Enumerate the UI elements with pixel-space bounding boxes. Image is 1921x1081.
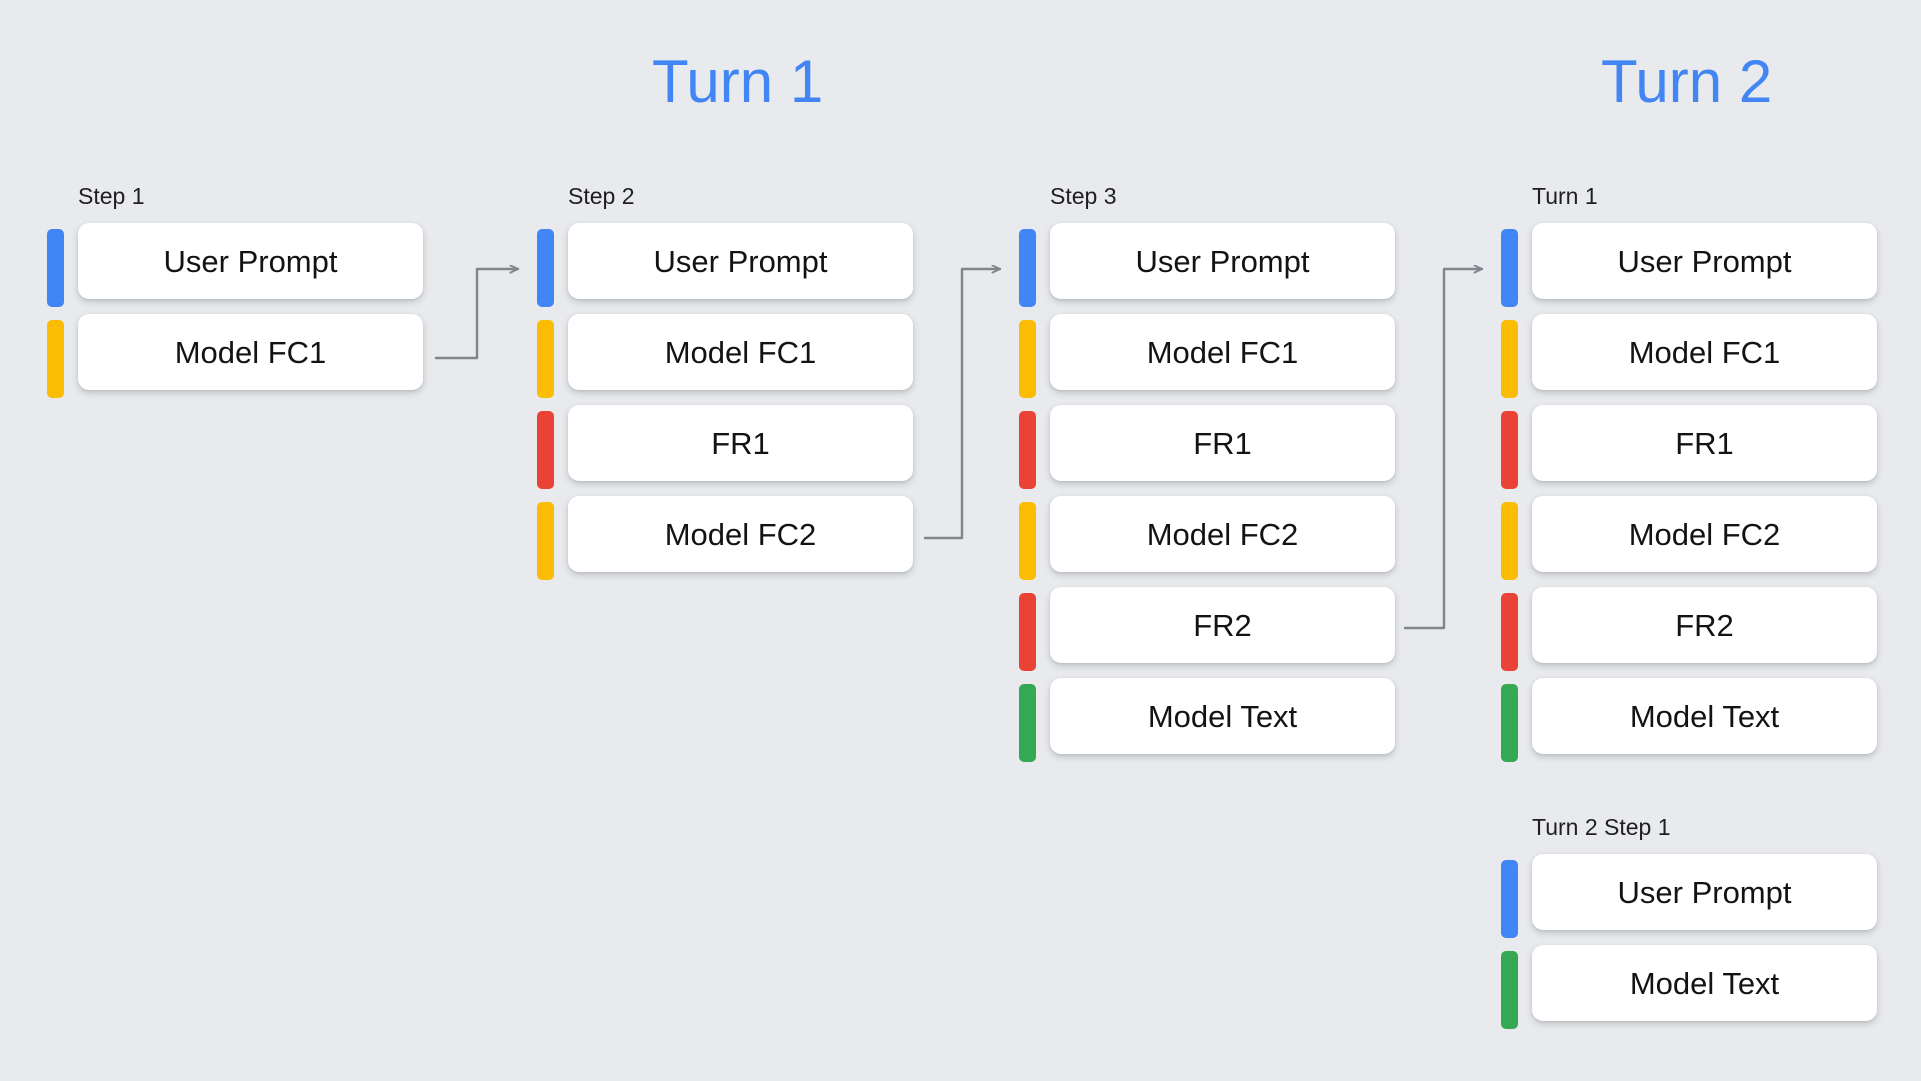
card-step-1-1[interactable]: Model FC1	[78, 314, 423, 390]
connector-step1-to-step2	[434, 269, 520, 360]
card-step-2-1[interactable]: Model FC1	[568, 314, 913, 390]
column-label-turn2-step-1: Turn 2 Step 1	[1532, 814, 1671, 840]
card-turn2-turn-1-3[interactable]: Model FC2	[1532, 496, 1877, 572]
card-label: FR1	[711, 425, 770, 461]
blue-status-bar-icon	[1501, 229, 1518, 307]
card-step-3-0[interactable]: User Prompt	[1050, 223, 1395, 299]
card-turn2-turn-1-1[interactable]: Model FC1	[1532, 314, 1877, 390]
card-step-3-2[interactable]: FR1	[1050, 405, 1395, 481]
column-label-step-3: Step 3	[1050, 183, 1117, 209]
card-label: Model FC2	[1628, 516, 1781, 552]
green-status-bar-icon	[1501, 684, 1518, 762]
red-status-bar-icon	[1019, 593, 1036, 671]
blue-status-bar-icon	[537, 229, 554, 307]
column-label-step-1: Step 1	[78, 183, 145, 209]
row-step-1-1: Model FC1	[47, 314, 423, 398]
green-status-bar-icon	[1019, 684, 1036, 762]
row-step-3-3: Model FC2	[1019, 496, 1395, 580]
card-step-2-2[interactable]: FR1	[568, 405, 913, 481]
card-turn2-step-1-0[interactable]: User Prompt	[1532, 854, 1877, 930]
green-status-bar-icon	[1501, 951, 1518, 1029]
row-turn2-turn-1-3: Model FC2	[1501, 496, 1877, 580]
yellow-status-bar-icon	[1019, 320, 1036, 398]
row-turn2-turn-1-5: Model Text	[1501, 678, 1877, 762]
row-step-1-0: User Prompt	[47, 223, 423, 307]
yellow-status-bar-icon	[1019, 502, 1036, 580]
red-status-bar-icon	[1501, 411, 1518, 489]
card-label: Model FC1	[1146, 334, 1299, 370]
red-status-bar-icon	[537, 411, 554, 489]
red-status-bar-icon	[1501, 593, 1518, 671]
card-turn2-turn-1-4[interactable]: FR2	[1532, 587, 1877, 663]
blue-status-bar-icon	[1501, 860, 1518, 938]
card-label: User Prompt	[1617, 874, 1792, 910]
card-step-2-0[interactable]: User Prompt	[568, 223, 913, 299]
card-label: User Prompt	[1617, 243, 1792, 279]
card-label: FR2	[1193, 607, 1252, 643]
blue-status-bar-icon	[47, 229, 64, 307]
card-label: Model Text	[1147, 698, 1298, 734]
yellow-status-bar-icon	[537, 502, 554, 580]
card-label: Model Text	[1629, 698, 1780, 734]
row-turn2-step-1-1: Model Text	[1501, 945, 1877, 1029]
row-step-2-3: Model FC2	[537, 496, 913, 580]
connector-step3-to-turn2	[1403, 269, 1484, 630]
row-turn2-turn-1-4: FR2	[1501, 587, 1877, 671]
card-step-3-4[interactable]: FR2	[1050, 587, 1395, 663]
yellow-status-bar-icon	[1501, 320, 1518, 398]
row-step-2-0: User Prompt	[537, 223, 913, 307]
card-label: FR1	[1193, 425, 1252, 461]
row-step-3-0: User Prompt	[1019, 223, 1395, 307]
card-step-3-1[interactable]: Model FC1	[1050, 314, 1395, 390]
card-label: User Prompt	[1135, 243, 1310, 279]
row-step-2-1: Model FC1	[537, 314, 913, 398]
card-label: Model Text	[1629, 965, 1780, 1001]
row-step-3-4: FR2	[1019, 587, 1395, 671]
row-turn2-step-1-0: User Prompt	[1501, 854, 1877, 938]
card-step-3-3[interactable]: Model FC2	[1050, 496, 1395, 572]
heading-turn-1: Turn 1	[652, 48, 824, 115]
card-label: User Prompt	[163, 243, 338, 279]
card-step-1-0[interactable]: User Prompt	[78, 223, 423, 299]
card-label: Model FC2	[1146, 516, 1299, 552]
card-step-3-5[interactable]: Model Text	[1050, 678, 1395, 754]
row-step-3-2: FR1	[1019, 405, 1395, 489]
card-label: Model FC1	[664, 334, 817, 370]
card-turn2-turn-1-2[interactable]: FR1	[1532, 405, 1877, 481]
row-step-3-1: Model FC1	[1019, 314, 1395, 398]
row-turn2-turn-1-1: Model FC1	[1501, 314, 1877, 398]
card-label: FR1	[1675, 425, 1734, 461]
card-label: Model FC1	[1628, 334, 1781, 370]
row-step-2-2: FR1	[537, 405, 913, 489]
card-turn2-turn-1-5[interactable]: Model Text	[1532, 678, 1877, 754]
yellow-status-bar-icon	[537, 320, 554, 398]
card-turn2-turn-1-0[interactable]: User Prompt	[1532, 223, 1877, 299]
card-step-2-3[interactable]: Model FC2	[568, 496, 913, 572]
yellow-status-bar-icon	[1501, 502, 1518, 580]
row-turn2-turn-1-2: FR1	[1501, 405, 1877, 489]
red-status-bar-icon	[1019, 411, 1036, 489]
row-step-3-5: Model Text	[1019, 678, 1395, 762]
yellow-status-bar-icon	[47, 320, 64, 398]
card-label: Model FC2	[664, 516, 817, 552]
connector-step2-to-step3	[923, 269, 1002, 540]
heading-turn-2: Turn 2	[1601, 48, 1773, 115]
blue-status-bar-icon	[1019, 229, 1036, 307]
column-label-turn2-turn-1: Turn 1	[1532, 183, 1598, 209]
card-label: Model FC1	[174, 334, 327, 370]
column-label-step-2: Step 2	[568, 183, 635, 209]
row-turn2-turn-1-0: User Prompt	[1501, 223, 1877, 307]
card-turn2-step-1-1[interactable]: Model Text	[1532, 945, 1877, 1021]
card-label: User Prompt	[653, 243, 828, 279]
card-label: FR2	[1675, 607, 1734, 643]
